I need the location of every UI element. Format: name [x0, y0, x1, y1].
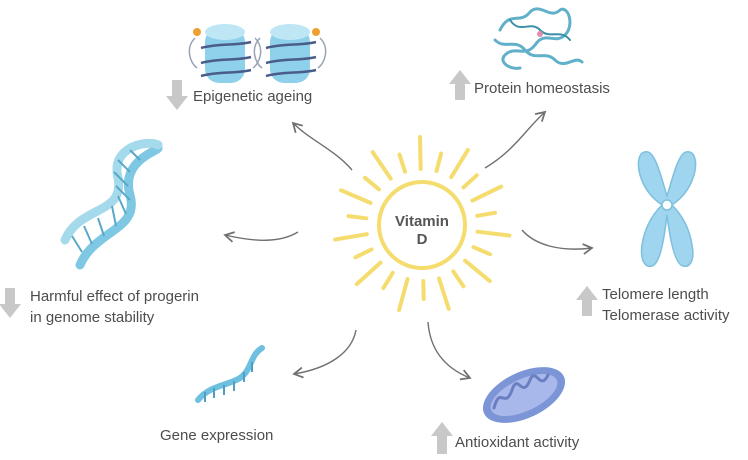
sun-ray [370, 150, 393, 181]
arrows [223, 110, 594, 381]
sun-ray [449, 147, 470, 180]
sun-ray [333, 232, 369, 242]
label-epigenetic-ageing: Epigenetic ageing [193, 88, 313, 105]
sun-ray [475, 229, 512, 238]
up-arrow-icon [449, 70, 471, 100]
label-protein-homeostasis: Protein homeostasis [474, 80, 610, 97]
sun-ray [475, 210, 497, 218]
sun-ray [353, 247, 374, 260]
protein-structure-icon [493, 7, 584, 70]
up-arrow-icon [576, 286, 598, 316]
label-antioxidant-activity: Antioxidant activity [455, 434, 580, 451]
sun-ray [397, 152, 407, 174]
center-label: Vitamin D [392, 213, 452, 249]
sun-ray [418, 135, 423, 171]
sun-ray [339, 188, 373, 205]
rna-strand-icon [195, 345, 265, 403]
center-label-line1: Vitamin [395, 213, 449, 230]
arrow-to-gene-expression [292, 329, 357, 379]
arrow-to-protein [484, 110, 547, 169]
label-progerin-line2: in genome stability [30, 309, 155, 326]
sun-icon [333, 135, 512, 312]
arrow-to-antioxidant [427, 321, 472, 381]
mitochondrion-icon [482, 367, 566, 423]
label-telomerase-activity: Telomerase activity [602, 307, 730, 324]
arrow-to-telomere [521, 229, 594, 255]
nucleosome-icon [188, 24, 327, 83]
sun-ray [437, 276, 451, 311]
sun-ray [354, 260, 383, 287]
sun-ray [346, 214, 369, 221]
down-arrow-icon [0, 288, 21, 318]
center-label-line2: D [416, 231, 428, 248]
sun-ray [363, 175, 381, 192]
chromosome-icon [637, 151, 697, 268]
down-arrow-icon [166, 80, 188, 110]
sun-ray [434, 151, 444, 173]
arrow-to-progerin [223, 231, 299, 243]
arrow-to-epigenetic [291, 121, 353, 171]
sun-ray [381, 270, 395, 291]
sun-ray [461, 173, 479, 190]
sun-ray [451, 269, 466, 289]
label-progerin-line1: Harmful effect of progerin [30, 288, 199, 305]
sun-ray [397, 277, 410, 312]
sun-ray [470, 184, 504, 203]
dna-helix-icon [60, 138, 163, 270]
sun-ray [463, 258, 492, 284]
up-arrow-icon [431, 422, 453, 454]
label-telomere-length: Telomere length [602, 286, 709, 303]
sun-ray [471, 245, 492, 257]
label-gene-expression: Gene expression [160, 427, 274, 444]
